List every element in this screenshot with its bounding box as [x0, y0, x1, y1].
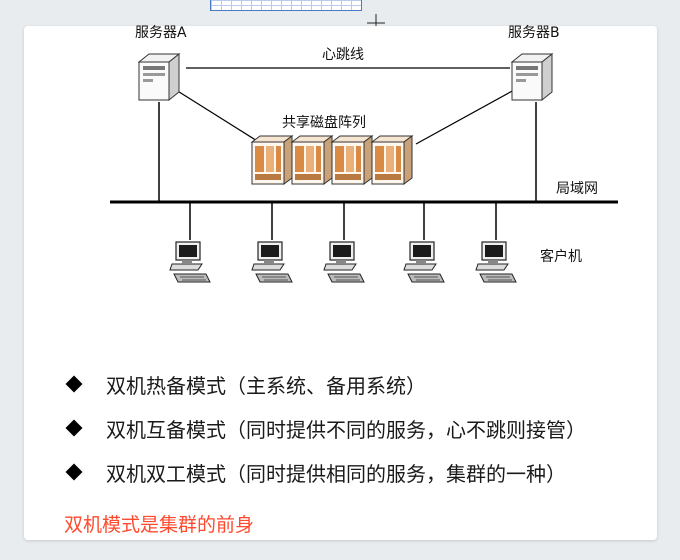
client-pc-icon: [475, 241, 517, 283]
bullet-list: 双机热备模式（主系统、备用系统） 双机互备模式（同时提供不同的服务，心不跳则接管…: [64, 362, 586, 494]
disk-icon: [251, 135, 293, 185]
lan-label: 局域网: [556, 181, 598, 197]
server-a-label: 服务器A: [135, 25, 187, 41]
client-pc-icon: [403, 241, 445, 283]
client-label: 客户机: [540, 249, 582, 265]
disk-icon: [291, 135, 333, 185]
server-b-label: 服务器B: [508, 25, 560, 41]
bullet-item: 双机互备模式（同时提供不同的服务，心不跳则接管）: [64, 406, 586, 450]
cluster-note: 双机模式是集群的前身: [64, 514, 255, 536]
heartbeat-label: 心跳线: [322, 47, 364, 63]
disk-icon: [371, 135, 413, 185]
disk-icon: [331, 135, 373, 185]
bullet-item: 双机双工模式（同时提供相同的服务，集群的一种）: [64, 450, 586, 494]
diamond-bullet-icon: [65, 375, 83, 393]
server-a-storage-link: [175, 89, 263, 145]
client-pc-icon: [323, 241, 365, 283]
client-pc-icon: [251, 241, 293, 283]
cluster-diagram: [110, 53, 618, 283]
diamond-bullet-icon: [65, 463, 83, 481]
bullet-item: 双机热备模式（主系统、备用系统）: [64, 362, 586, 406]
selection-strip: [210, 0, 362, 11]
client-pc-icon: [169, 241, 211, 283]
slide-card: 服务器A 服务器B 心跳线 共享磁盘阵列 局域网 客户机 双机热备模式（主系统、…: [24, 25, 657, 540]
bullet-text: 双机互备模式（同时提供不同的服务，心不跳则接管）: [106, 417, 586, 442]
bullet-text: 双机热备模式（主系统、备用系统）: [106, 373, 426, 398]
bullet-text: 双机双工模式（同时提供相同的服务，集群的一种）: [106, 461, 566, 486]
diamond-bullet-icon: [65, 419, 83, 437]
storage-label: 共享磁盘阵列: [282, 115, 366, 131]
server-b-storage-link: [415, 89, 515, 145]
server-a-icon: [138, 53, 180, 101]
server-b-icon: [511, 53, 553, 101]
